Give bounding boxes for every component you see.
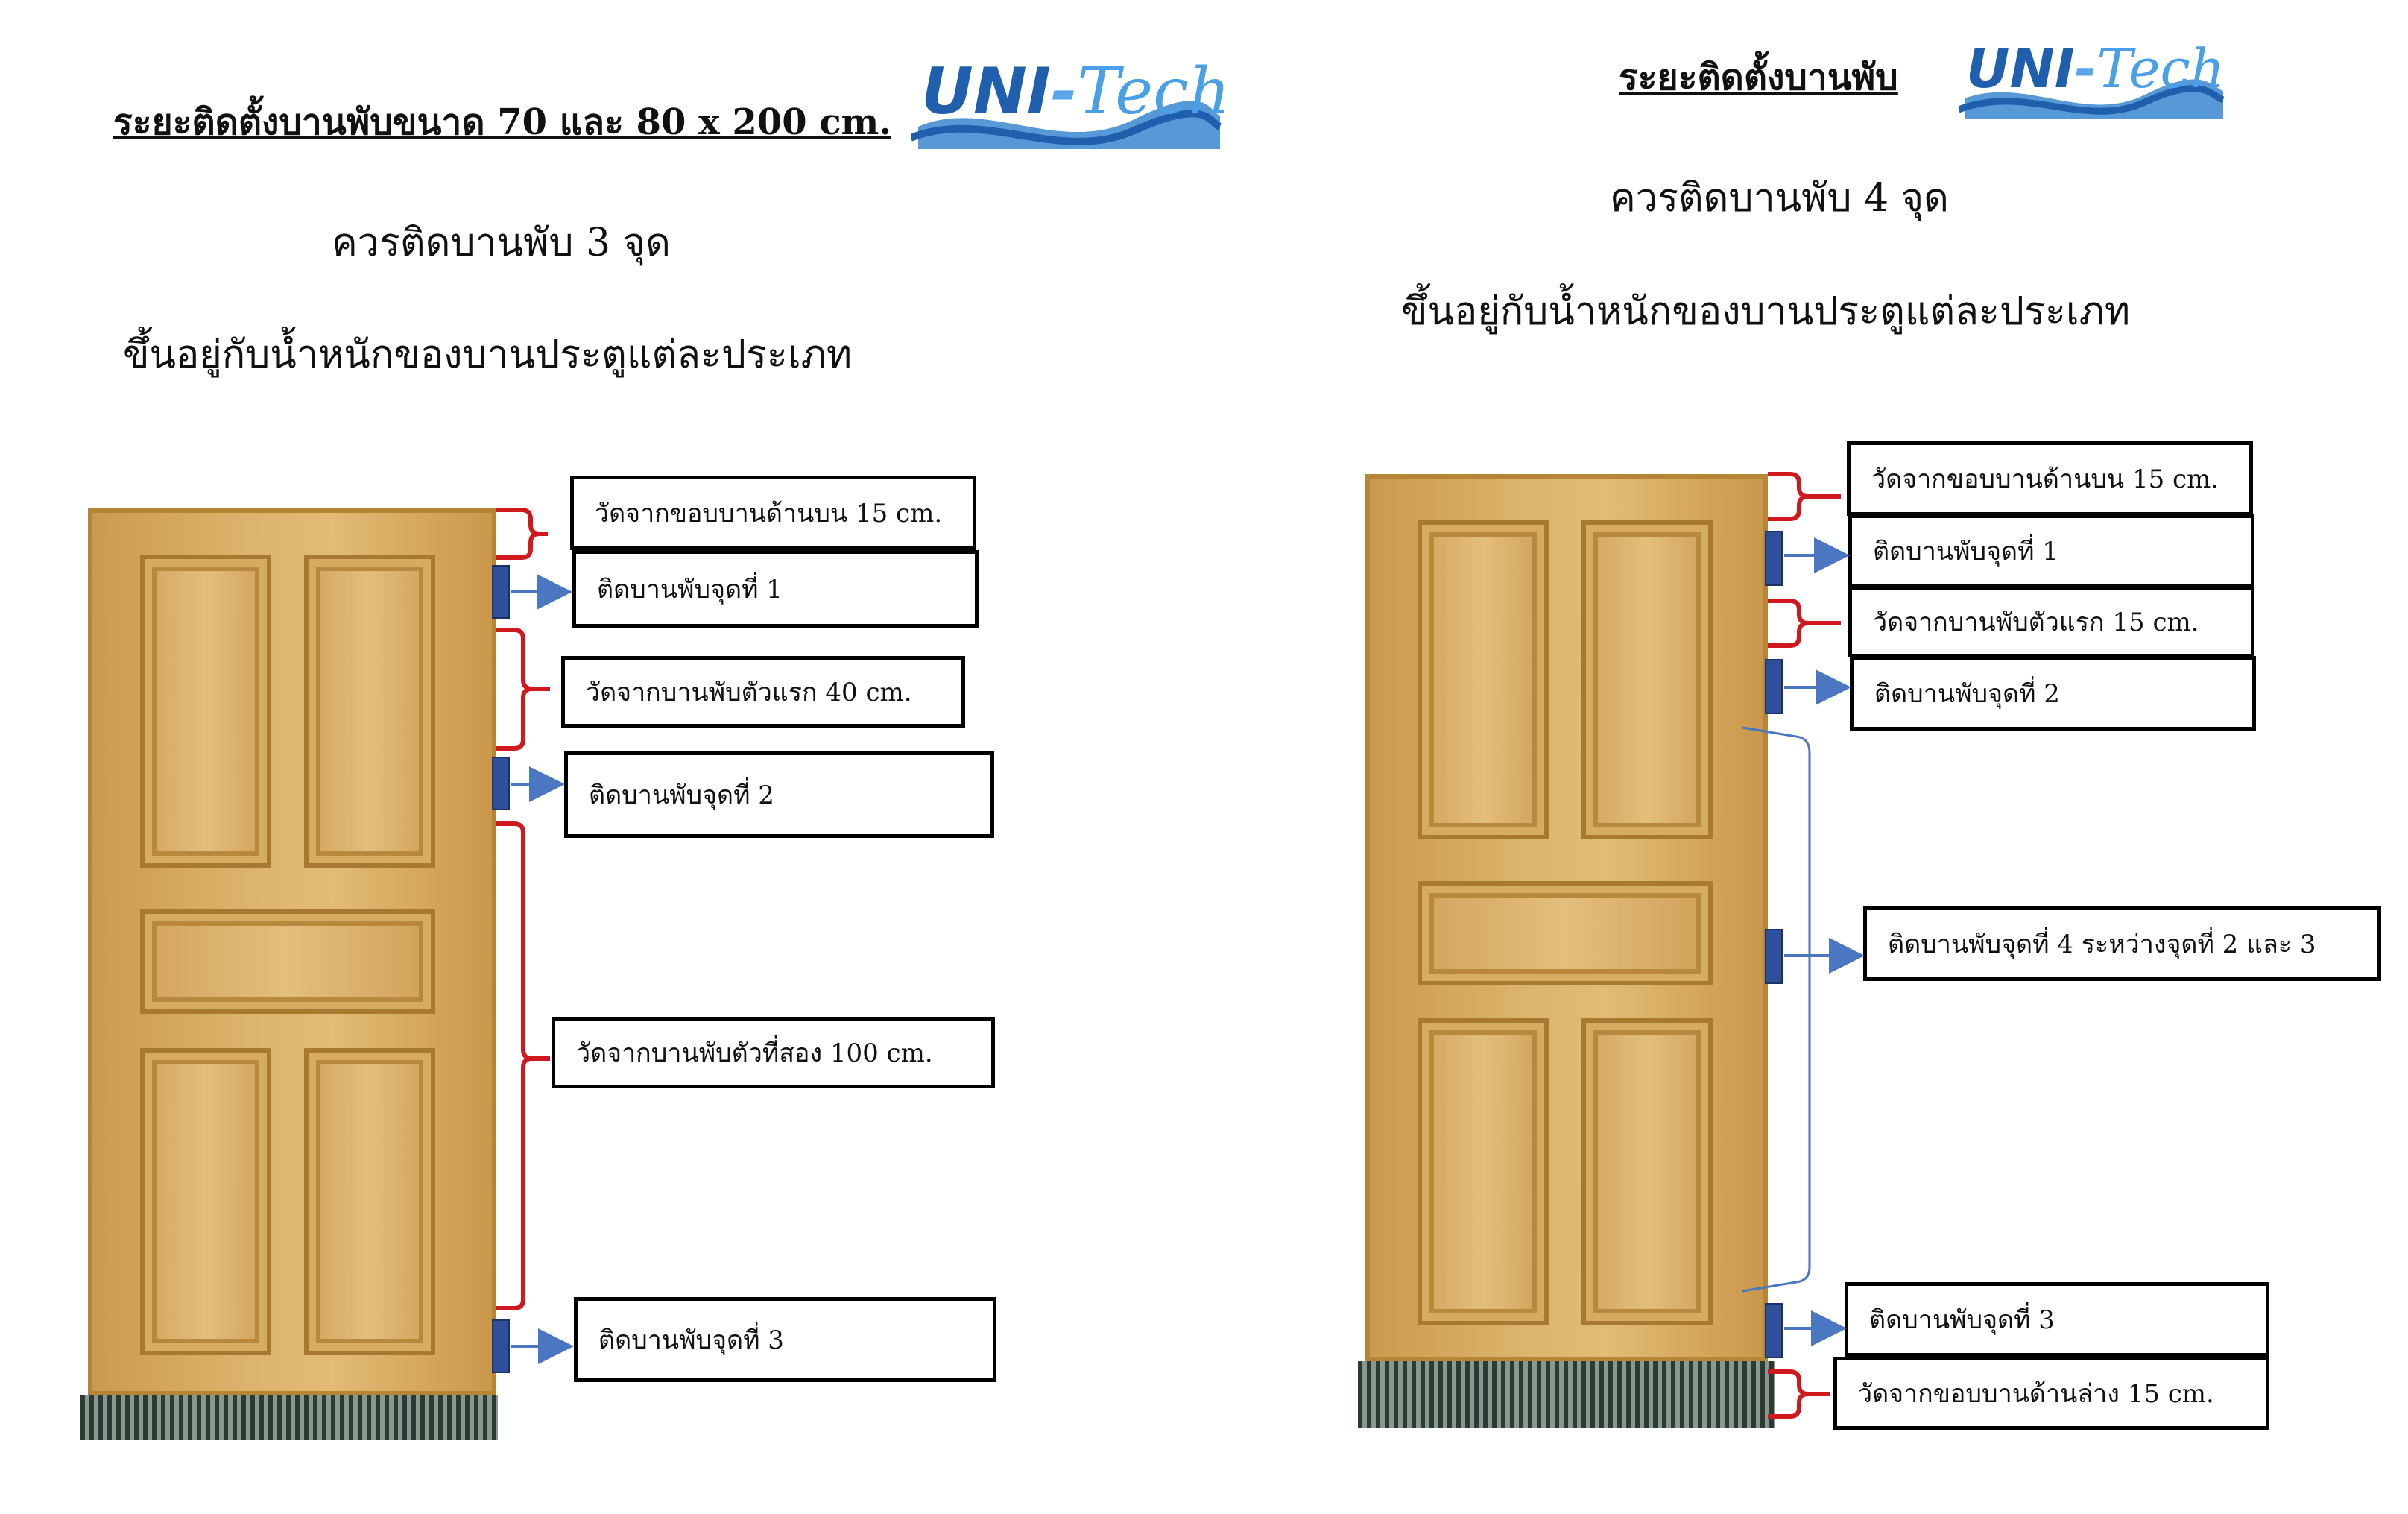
left-bracket-gap-2: [496, 821, 550, 1310]
logo-tech: Tech: [1077, 54, 1230, 129]
logo-uni: UNI: [921, 54, 1051, 129]
right-hinge-3-marker: [1765, 1303, 1783, 1358]
right-bracket-top-margin: [1768, 472, 1841, 521]
left-title: ระยะติดตั้งบานพับขนาด 70 และ 80 x 200 cm…: [113, 101, 892, 143]
left-door-panel-middle: [140, 909, 435, 1014]
left-hinge-1-marker: [492, 565, 510, 619]
right-door-panel-bottom-left: [1418, 1018, 1549, 1325]
right-door-panel-middle: [1418, 881, 1713, 985]
logo-text-right: UNI-Tech: [1966, 42, 2225, 95]
right-hinge-2-marker: [1765, 659, 1783, 714]
left-hinge-3-marker: [492, 1319, 510, 1373]
uni-tech-logo-left: UNI-Tech: [909, 45, 1230, 157]
logo-dash-right: -: [2074, 37, 2097, 100]
left-label-hinge-2: ติดบานพับจุดที่ 2: [564, 751, 994, 838]
right-title: ระยะติดตั้งบานพับ: [1619, 57, 1898, 98]
left-door-panel-top-left: [140, 555, 271, 868]
right-label-hinge-4: ติดบานพับจุดที่ 4 ระหว่างจุดที่ 2 และ 3: [1863, 906, 2381, 981]
right-label-hinge-1: ติดบานพับจุดที่ 1: [1848, 514, 2254, 587]
left-door-panel-bottom-left: [140, 1048, 271, 1355]
left-hinge-2-marker: [492, 757, 510, 810]
logo-wave-icon: [909, 101, 1222, 149]
right-bracket-gap-1: [1768, 599, 1841, 648]
right-bracket-hinge-4-span: [1742, 726, 1811, 1293]
left-door-base: [80, 1395, 498, 1440]
logo-dash: -: [1050, 54, 1078, 129]
left-door-panel-top-right: [304, 555, 435, 868]
right-door-base: [1358, 1361, 1775, 1428]
left-subtitle-weight-note: ขึ้นอยู่กับน้ำหนักของบานประตูแต่ละประเภท: [123, 332, 853, 377]
logo-wave-icon-right: [1957, 79, 2225, 119]
right-hinge-1-marker: [1765, 531, 1783, 586]
uni-tech-logo-right: UNI-Tech: [1957, 31, 2227, 124]
left-door-panel-bottom-right: [304, 1048, 435, 1355]
right-label-gap-1: วัดจากบานพับตัวแรก 15 cm.: [1848, 586, 2254, 657]
left-label-hinge-3: ติดบานพับจุดที่ 3: [574, 1297, 996, 1382]
right-label-hinge-3: ติดบานพับจุดที่ 3: [1845, 1282, 2269, 1357]
left-bracket-top-margin: [496, 508, 548, 560]
right-door-panel-top-right: [1581, 520, 1713, 839]
right-label-top-margin: วัดจากขอบบานด้านบน 15 cm.: [1847, 441, 2253, 516]
right-door-image: [1365, 474, 1768, 1361]
left-door-image: [88, 508, 496, 1395]
logo-tech-right: Tech: [2096, 37, 2225, 100]
right-subtitle-weight-note: ขึ้นอยู่กับน้ำหนักของบานประตูแต่ละประเภท: [1401, 289, 2131, 334]
right-door-panel-top-left: [1418, 520, 1549, 839]
right-bracket-bottom-margin: [1768, 1369, 1830, 1419]
left-label-hinge-1: ติดบานพับจุดที่ 1: [572, 550, 979, 628]
logo-text: UNI-Tech: [921, 60, 1230, 124]
logo-uni-right: UNI: [1966, 37, 2075, 100]
left-label-top-margin: วัดจากขอบบานด้านบน 15 cm.: [570, 476, 976, 550]
right-label-bottom-margin: วัดจากขอบบานด้านล่าง 15 cm.: [1833, 1357, 2269, 1430]
right-hinge-4-marker: [1765, 929, 1783, 984]
right-door-panel-bottom-right: [1581, 1018, 1713, 1325]
left-label-gap-1: วัดจากบานพับตัวแรก 40 cm.: [561, 656, 965, 728]
left-bracket-gap-1: [496, 628, 550, 751]
left-label-gap-2: วัดจากบานพับตัวที่สอง 100 cm.: [552, 1017, 995, 1088]
left-subtitle-hinge-count: ควรติดบานพับ 3 จุด: [332, 221, 671, 265]
right-subtitle-hinge-count: ควรติดบานพับ 4 จุด: [1610, 176, 1949, 221]
right-label-hinge-2: ติดบานพับจุดที่ 2: [1850, 656, 2256, 731]
